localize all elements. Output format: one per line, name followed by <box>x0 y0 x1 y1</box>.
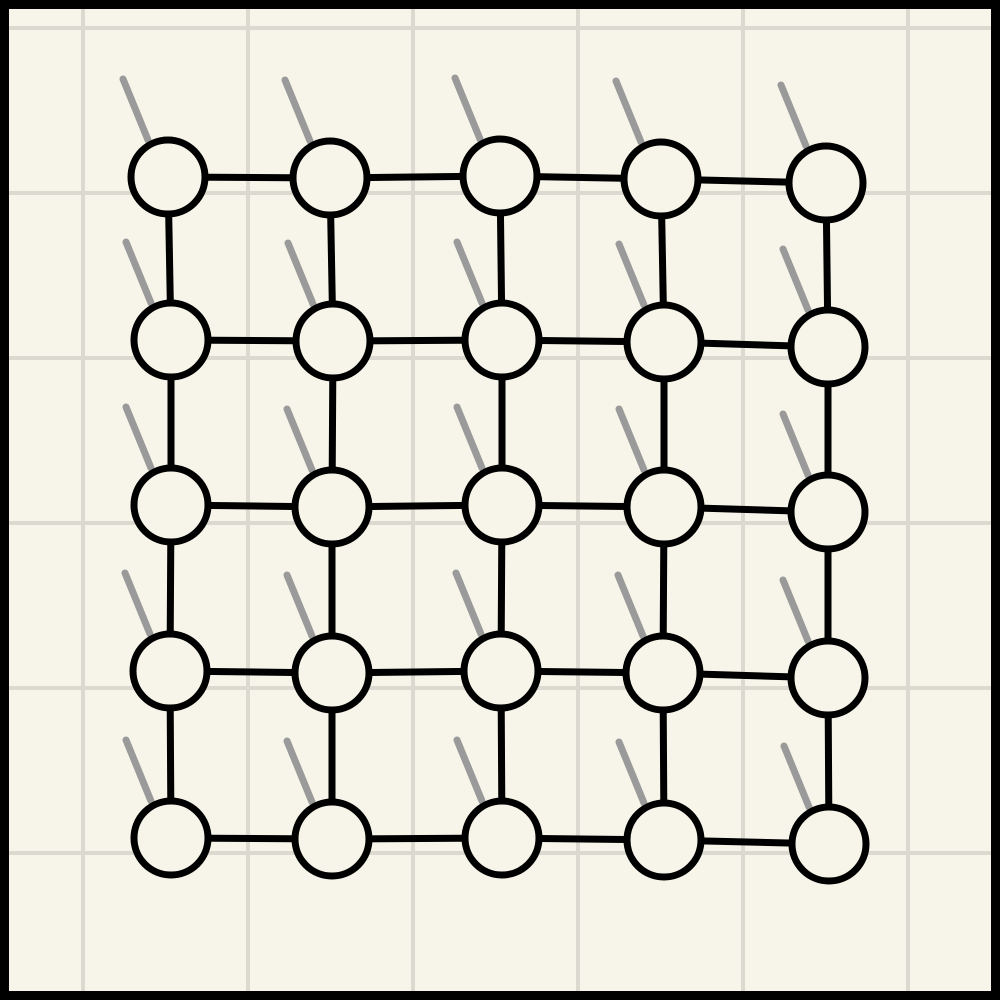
node-r4-c5[interactable] <box>787 637 869 719</box>
node-r4-c4[interactable] <box>622 632 704 714</box>
node-r1-c5[interactable] <box>785 142 867 224</box>
node-r1-c4[interactable] <box>620 138 702 220</box>
node-r3-c1[interactable] <box>130 464 212 546</box>
node-r1-c1[interactable] <box>127 136 209 218</box>
node-r2-c4[interactable] <box>623 301 705 383</box>
node-r5-c1[interactable] <box>130 797 212 879</box>
node-r3-c4[interactable] <box>623 466 705 548</box>
node-tails <box>119 74 813 811</box>
node-r5-c5[interactable] <box>788 803 870 885</box>
node-tail-r2-c1 <box>122 238 155 307</box>
node-tail-r3-c1 <box>122 403 155 472</box>
node-tail-r4-c4 <box>614 571 647 640</box>
node-tail-r4-c5 <box>779 576 812 645</box>
node-grid <box>127 135 870 885</box>
node-r2-c3[interactable] <box>461 299 543 381</box>
node-tail-r3-c4 <box>615 405 648 474</box>
node-tail-r5-c3 <box>453 736 486 805</box>
node-tail-r3-c3 <box>453 403 486 472</box>
node-r5-c2[interactable] <box>291 798 373 880</box>
node-r2-c2[interactable] <box>292 300 374 382</box>
node-tail-r1-c4 <box>612 77 645 146</box>
node-tail-r5-c2 <box>283 737 316 806</box>
node-tail-r2-c2 <box>284 239 317 308</box>
node-tail-r1-c3 <box>451 74 484 143</box>
node-r4-c3[interactable] <box>460 630 542 712</box>
node-r5-c4[interactable] <box>623 799 705 881</box>
node-tail-r3-c5 <box>779 410 812 479</box>
node-tail-r1-c2 <box>281 76 314 145</box>
node-r1-c3[interactable] <box>459 135 541 217</box>
node-tail-r4-c3 <box>452 569 485 638</box>
node-r2-c5[interactable] <box>787 306 869 388</box>
node-tail-r1-c1 <box>119 75 152 144</box>
node-r3-c3[interactable] <box>461 464 543 546</box>
node-tail-r4-c1 <box>121 569 154 638</box>
node-tail-r2-c4 <box>615 240 648 309</box>
node-r3-c5[interactable] <box>787 471 869 553</box>
node-tail-r1-c5 <box>777 81 810 150</box>
node-tail-r2-c5 <box>779 245 812 314</box>
node-r4-c2[interactable] <box>291 632 373 714</box>
node-r3-c2[interactable] <box>291 466 373 548</box>
node-r1-c2[interactable] <box>289 137 371 219</box>
node-tail-r5-c5 <box>780 742 813 811</box>
node-r4-c1[interactable] <box>129 630 211 712</box>
node-r2-c1[interactable] <box>130 299 212 381</box>
node-tail-r5-c4 <box>615 738 648 807</box>
node-tail-r4-c2 <box>283 571 316 640</box>
node-tail-r5-c1 <box>122 736 155 805</box>
node-tail-r2-c3 <box>453 238 486 307</box>
node-r5-c3[interactable] <box>461 797 543 879</box>
node-tail-r3-c2 <box>283 405 316 474</box>
